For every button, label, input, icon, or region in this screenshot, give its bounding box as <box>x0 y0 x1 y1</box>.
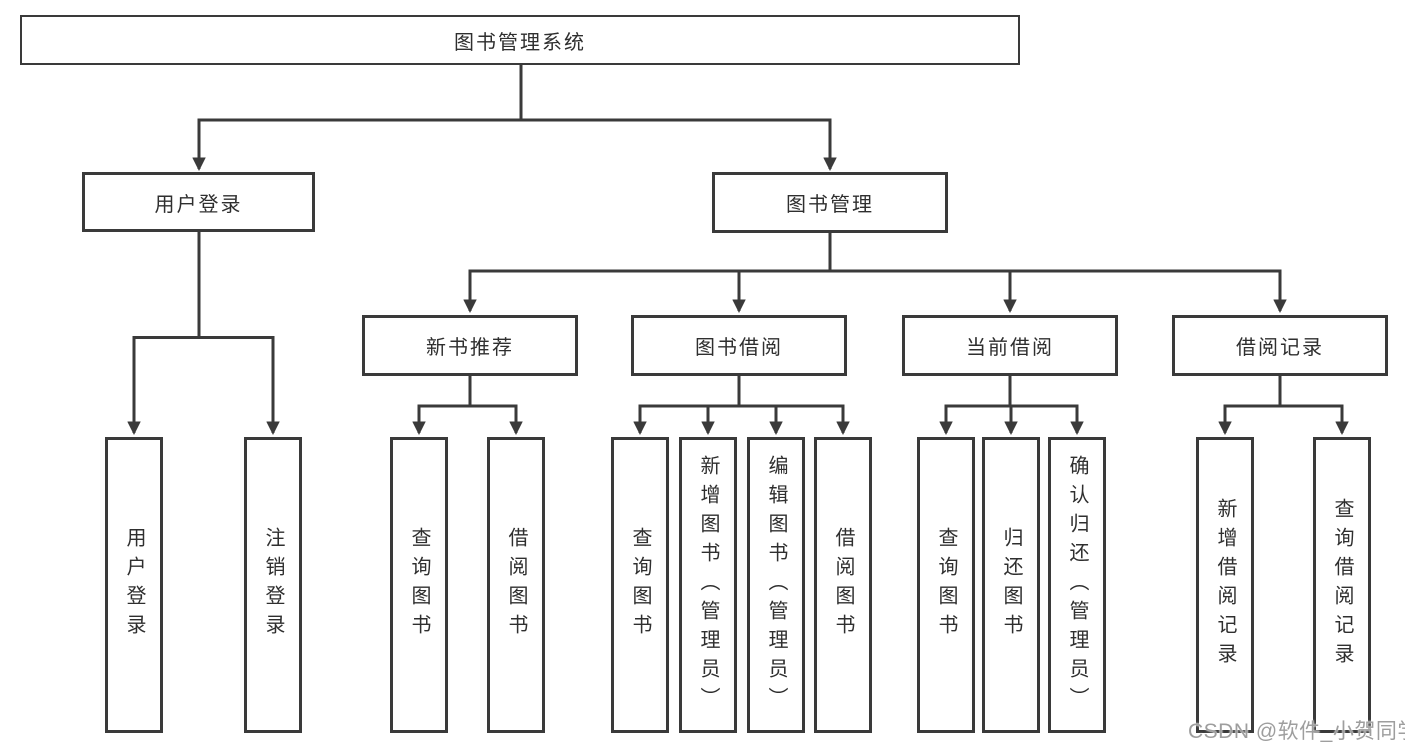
node-borrowing-records: 借阅记录 <box>1172 315 1388 376</box>
node-user-login-branch: 用户登录 <box>82 172 315 232</box>
node-label: 当前借阅 <box>966 337 1054 359</box>
node-book-borrowing: 图书借阅 <box>631 315 847 376</box>
leaf-borrow-books-recommend: 借阅图书 <box>487 437 545 733</box>
node-current-borrowing: 当前借阅 <box>902 315 1118 376</box>
csdn-watermark: CSDN @软件_小贺同学 <box>1188 720 1405 743</box>
node-book-management: 图书管理 <box>712 172 948 233</box>
leaf-query-books-recommend: 查询图书 <box>390 437 448 733</box>
node-label: 图书借阅 <box>695 337 783 359</box>
node-label: 图书管理系统 <box>454 31 586 54</box>
leaf-query-books-current: 查询图书 <box>917 437 975 733</box>
leaf-query-borrow-record: 查询借阅记录 <box>1313 437 1371 733</box>
leaf-confirm-return-admin: 确认归还（管理员） <box>1048 437 1106 733</box>
leaf-label: 归还图书 <box>1000 527 1022 643</box>
leaf-add-books-admin: 新增图书（管理员） <box>679 437 737 733</box>
leaf-label: 借阅图书 <box>832 527 854 643</box>
node-new-book-recommendation: 新书推荐 <box>362 315 578 376</box>
leaf-label: 查询图书 <box>408 527 430 643</box>
leaf-user-login: 用户登录 <box>105 437 163 733</box>
node-label: 用户登录 <box>154 193 243 216</box>
leaf-add-borrow-record: 新增借阅记录 <box>1196 437 1254 733</box>
leaf-label: 编辑图书（管理员） <box>765 454 787 716</box>
leaf-return-books: 归还图书 <box>982 437 1040 733</box>
leaf-label: 用户登录 <box>123 527 145 643</box>
leaf-label: 注销登录 <box>262 527 284 643</box>
node-label: 借阅记录 <box>1236 337 1324 359</box>
leaf-label: 确认归还（管理员） <box>1066 454 1088 716</box>
leaf-borrow-books-borrowing: 借阅图书 <box>814 437 872 733</box>
leaf-edit-books-admin: 编辑图书（管理员） <box>747 437 805 733</box>
leaf-label: 新增图书（管理员） <box>697 454 719 716</box>
leaf-query-books-borrowing: 查询图书 <box>611 437 669 733</box>
node-library-management-system: 图书管理系统 <box>20 15 1020 65</box>
leaf-logout: 注销登录 <box>244 437 302 733</box>
node-label: 新书推荐 <box>426 337 514 359</box>
leaf-label: 新增借阅记录 <box>1214 498 1236 672</box>
leaf-label: 查询借阅记录 <box>1331 498 1353 672</box>
leaf-label: 借阅图书 <box>505 527 527 643</box>
leaf-label: 查询图书 <box>935 527 957 643</box>
node-label: 图书管理 <box>786 194 874 216</box>
leaf-label: 查询图书 <box>629 527 651 643</box>
